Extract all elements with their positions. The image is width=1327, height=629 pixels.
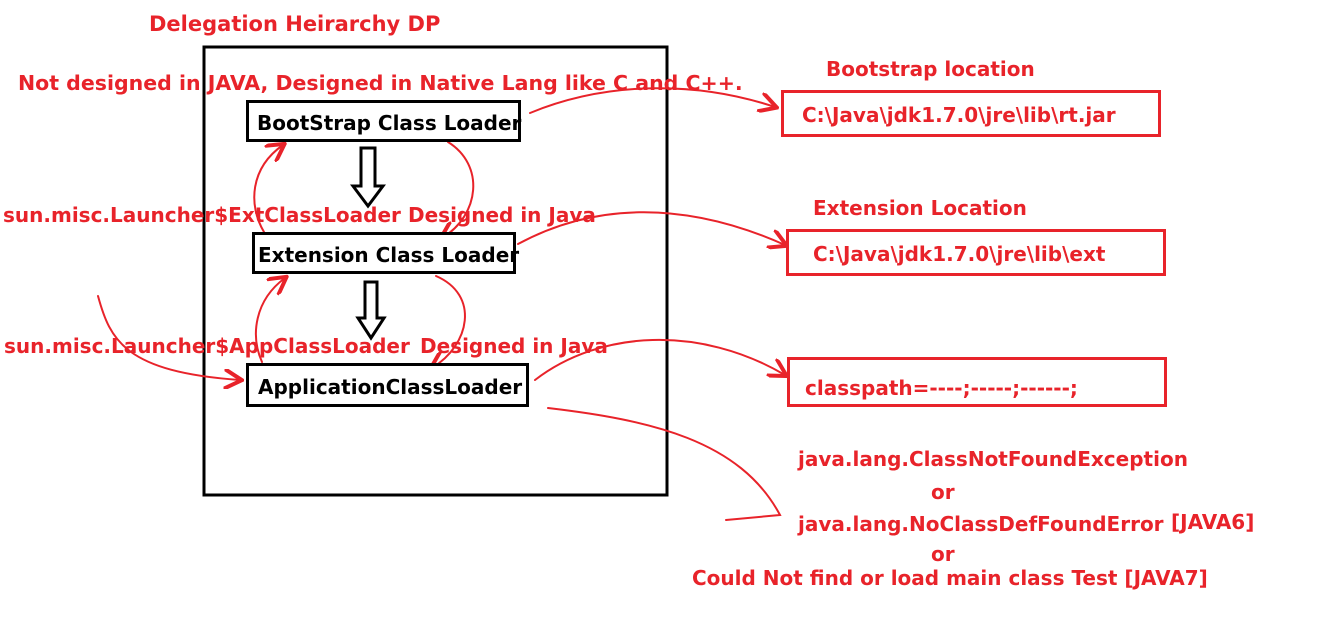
extension-path: C:\Java\jdk1.7.0\jre\lib\ext — [813, 242, 1106, 266]
extension-location-heading: Extension Location — [813, 196, 1027, 220]
extension-return-arrow — [432, 275, 466, 368]
bootstrap-loader-label: BootStrap Class Loader — [257, 111, 522, 135]
delegate-down-arrow-1 — [350, 146, 386, 209]
bootstrap-loader-box: BootStrap Class Loader — [246, 100, 521, 142]
classpath-box: classpath=----;-----;------; — [787, 357, 1167, 407]
app-loader-pointer-arrow — [97, 295, 240, 380]
bootstrap-path: C:\Java\jdk1.7.0\jre\lib\rt.jar — [802, 103, 1116, 127]
classpath-value: classpath=----;-----;------; — [805, 376, 1078, 400]
or-label-1: or — [931, 480, 955, 504]
or-label-2: or — [931, 542, 955, 566]
bootstrap-path-box: C:\Java\jdk1.7.0\jre\lib\rt.jar — [781, 90, 1161, 137]
extension-loader-label: Extension Class Loader — [258, 243, 520, 267]
jvm-frame — [202, 45, 669, 497]
bootstrap-location-heading: Bootstrap location — [826, 57, 1035, 81]
delegate-down-arrow-2 — [355, 280, 387, 341]
extension-path-box: C:\Java\jdk1.7.0\jre\lib\ext — [786, 229, 1166, 276]
application-loader-label: ApplicationClassLoader — [258, 375, 523, 399]
bootstrap-location-arrow — [529, 87, 775, 114]
ext-designed-note: Designed in Java — [408, 203, 596, 227]
class-not-found-exception: java.lang.ClassNotFoundException — [798, 447, 1188, 471]
extension-loader-box: Extension Class Loader — [252, 232, 520, 274]
diagram-title: Delegation Heirarchy DP — [149, 12, 441, 36]
ext-impl-class: sun.misc.Launcher$ExtClassLoader — [3, 203, 401, 227]
no-class-def-found-error: java.lang.NoClassDefFoundError — [798, 512, 1164, 536]
app-impl-class: sun.misc.Launcher$AppClassLoader — [4, 334, 410, 358]
error-arrow — [547, 407, 782, 521]
extension-up-arrow — [253, 145, 283, 233]
application-loader-box: ApplicationClassLoader — [246, 363, 529, 407]
java6-tag: [JAVA6] — [1171, 510, 1255, 534]
extension-location-arrow — [517, 211, 785, 245]
application-up-arrow — [255, 278, 285, 363]
bootstrap-native-note: Not designed in JAVA, Designed in Native… — [18, 71, 743, 95]
classpath-arrow — [534, 338, 785, 381]
java7-message: Could Not find or load main class Test [… — [692, 566, 1208, 590]
bootstrap-return-arrow — [442, 141, 475, 238]
app-designed-note: Designed in Java — [420, 334, 608, 358]
